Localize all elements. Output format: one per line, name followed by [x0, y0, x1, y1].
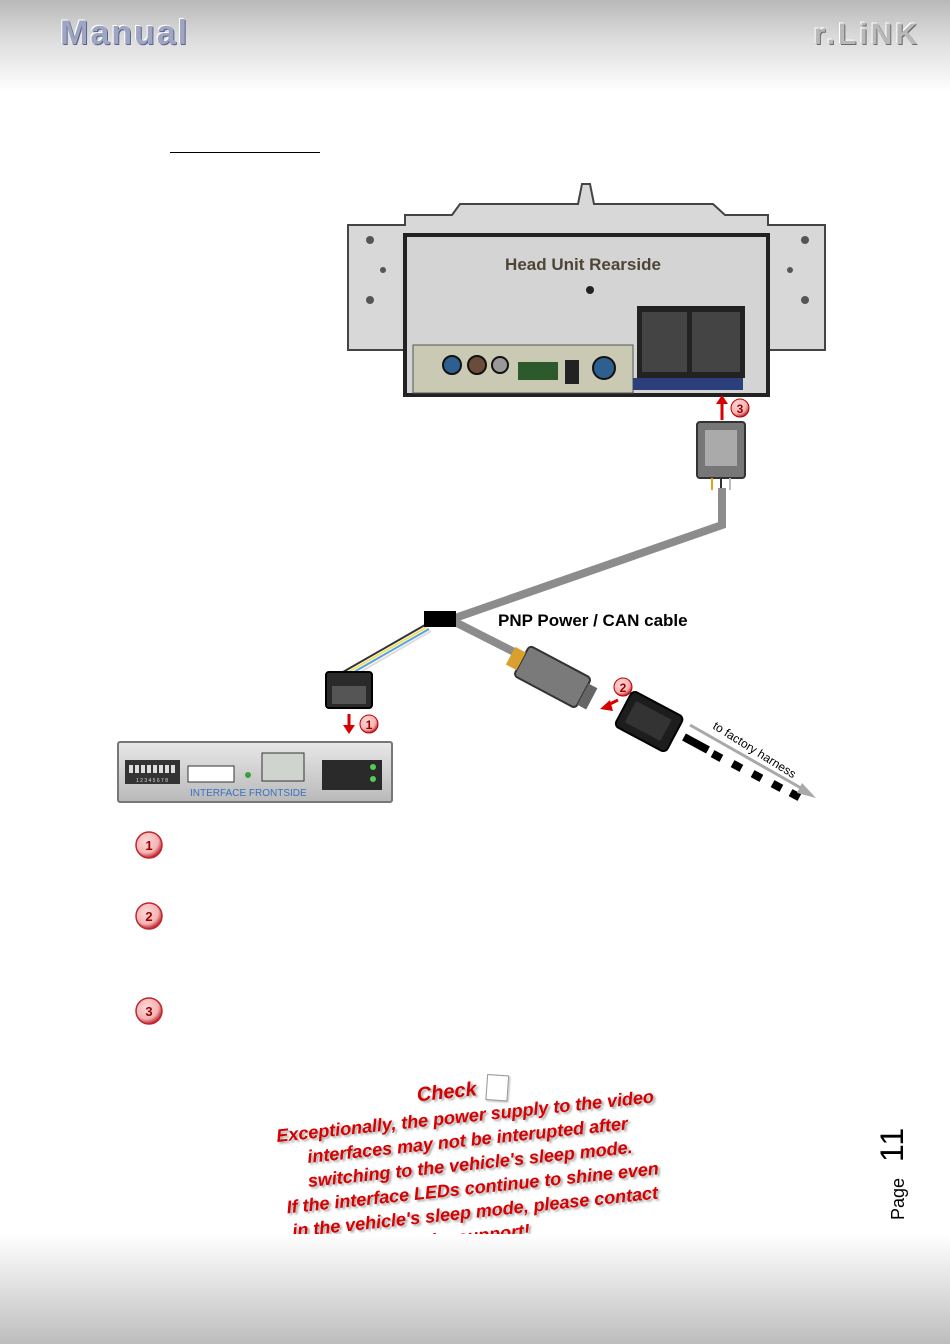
dip-numbers: 1 2 3 4 5 6 7 8 [136, 778, 168, 784]
page-number: 11 [874, 1126, 910, 1162]
interface-plug [325, 671, 373, 709]
marker-3-label: 3 [737, 402, 744, 416]
branch-cable [453, 618, 522, 659]
brand-logo: r.LiNK [813, 18, 920, 51]
step-2-icon: 2 [135, 902, 163, 930]
page-word: Page [888, 1177, 908, 1220]
head-unit-label: Head Unit Rearside [505, 255, 661, 274]
footer-band [0, 1234, 950, 1344]
main-cable [453, 488, 726, 622]
marker-1-label: 1 [366, 718, 373, 732]
heading-underline [170, 152, 320, 153]
marker-2-label: 2 [620, 681, 627, 695]
factory-plug [614, 691, 802, 801]
step-2-number: 2 [145, 909, 152, 924]
interface-wires [342, 624, 432, 679]
cable-label: PNP Power / CAN cable [498, 611, 688, 630]
factory-arrow [689, 723, 816, 798]
marker-1: 1 [343, 714, 379, 734]
manual-title: Manual [60, 14, 190, 52]
head-unit: Head Unit Rearside [347, 183, 826, 397]
step-1-number: 1 [145, 838, 152, 853]
step-3-icon: 3 [135, 997, 163, 1025]
header-band [0, 0, 950, 92]
step-1-icon: 1 [135, 831, 163, 859]
step-3-number: 3 [145, 1004, 152, 1019]
head-unit-plug [696, 421, 746, 490]
marker-3: 3 [716, 395, 750, 420]
car-side-plug [505, 645, 598, 710]
cable-splitter [424, 611, 456, 627]
checkbox-icon [485, 1074, 509, 1102]
interface-box: 1 2 3 4 5 6 7 8 INTERFACE FRONTSIDE [117, 741, 393, 803]
marker-2: 2 [600, 677, 633, 711]
check-title-text: Check [415, 1078, 478, 1107]
interface-label: INTERFACE FRONTSIDE [190, 788, 307, 799]
